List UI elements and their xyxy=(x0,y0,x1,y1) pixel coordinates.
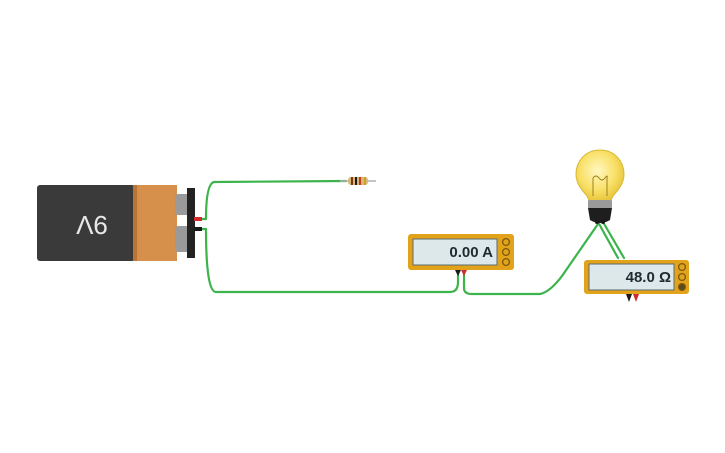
resistor-band-4 xyxy=(364,177,366,185)
wire-bulb-to-ohmmeter-1[interactable] xyxy=(596,220,620,260)
battery-body xyxy=(37,185,135,261)
battery-cap-shade xyxy=(133,185,137,261)
ohmmeter-red-probe[interactable] xyxy=(633,294,639,302)
ohmmeter-mode-button-2[interactable] xyxy=(677,272,687,282)
wire-bulb-to-ohmmeter-2[interactable] xyxy=(601,220,626,260)
ammeter-black-probe[interactable] xyxy=(455,270,461,276)
wire-ammeter-to-bulb[interactable] xyxy=(462,222,600,296)
bulb-terminal-right[interactable] xyxy=(601,220,605,224)
ammeter-red-probe[interactable] xyxy=(461,270,467,276)
ammeter-mode-button-1[interactable] xyxy=(501,237,511,247)
bulb-socket xyxy=(588,200,612,209)
battery-negative-lead[interactable] xyxy=(194,227,202,231)
ohmmeter-mode-button-1[interactable] xyxy=(677,262,687,272)
battery-cap xyxy=(133,185,177,261)
lightbulb-icon xyxy=(575,149,625,203)
wires xyxy=(198,179,626,296)
ammeter-mode-button-3[interactable] xyxy=(501,257,511,267)
light-bulb[interactable] xyxy=(575,149,625,224)
ohmmeter-reading: 48.0 Ω xyxy=(626,269,671,286)
battery-terminal-bottom xyxy=(175,226,190,252)
battery-9v[interactable]: 9V xyxy=(37,185,202,261)
ohmmeter-display xyxy=(588,263,675,291)
resistor-band-2 xyxy=(355,177,357,185)
battery-terminal-plate xyxy=(187,188,195,258)
bulb-terminal-left[interactable] xyxy=(595,220,599,224)
ammeter-reading: 0.00 A xyxy=(449,244,493,261)
bulb-filament xyxy=(592,175,608,196)
resistor-band-3 xyxy=(359,177,361,185)
ohmmeter-black-probe[interactable] xyxy=(626,294,632,302)
bulb-base xyxy=(588,208,612,223)
ohmmeter-mode-button-3[interactable] xyxy=(677,282,687,292)
wire-battery-to-ammeter[interactable] xyxy=(198,227,460,294)
resistor[interactable] xyxy=(340,177,376,185)
battery-positive-lead[interactable] xyxy=(194,217,202,221)
battery-terminal-top xyxy=(175,194,190,215)
resistor-band-1 xyxy=(351,177,353,185)
ohmmeter[interactable]: 48.0 Ω xyxy=(584,260,689,302)
battery-label: 9V xyxy=(75,210,107,240)
ammeter-mode-button-2[interactable] xyxy=(501,247,511,257)
ammeter-display xyxy=(412,238,498,266)
wire-battery-to-resistor[interactable] xyxy=(198,179,348,221)
ammeter[interactable]: 0.00 A xyxy=(408,234,514,276)
